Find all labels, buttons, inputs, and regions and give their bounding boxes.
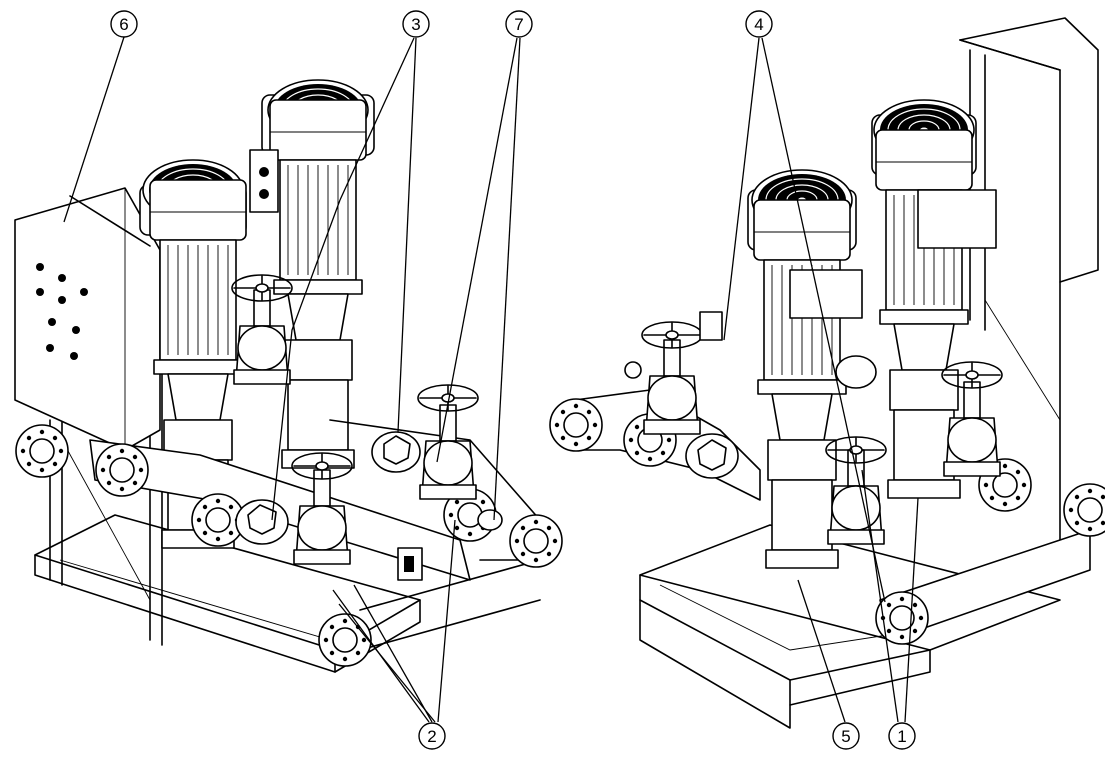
callout-3-label: 3 xyxy=(411,15,420,34)
callout-7: 7 xyxy=(505,10,533,38)
callout-1: 1 xyxy=(888,722,916,750)
callout-4-label: 4 xyxy=(754,15,763,34)
right-pump-assembly xyxy=(549,17,1105,729)
callout-7-label: 7 xyxy=(514,15,523,34)
callout-6: 6 xyxy=(110,10,138,38)
callout-2: 2 xyxy=(418,722,446,750)
callout-6-label: 6 xyxy=(119,15,128,34)
callout-5-label: 5 xyxy=(841,727,850,746)
callout-3: 3 xyxy=(402,10,430,38)
callout-4: 4 xyxy=(745,10,773,38)
left-pump-assembly xyxy=(14,79,563,673)
leader-lines xyxy=(63,36,919,723)
callout-5: 5 xyxy=(832,722,860,750)
callout-1-label: 1 xyxy=(897,727,906,746)
callout-2-label: 2 xyxy=(427,727,436,746)
